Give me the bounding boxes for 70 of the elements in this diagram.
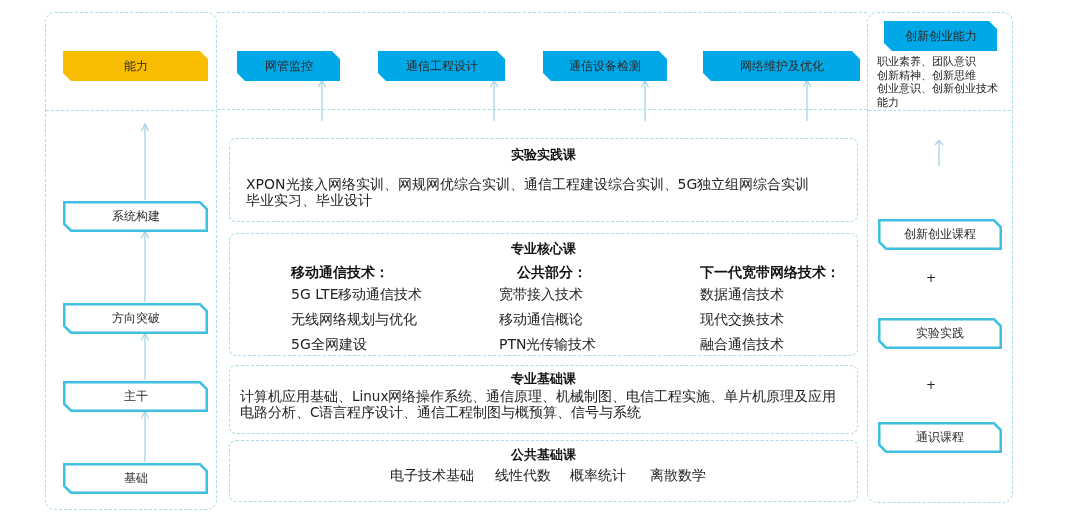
tag-label: 系统构建: [111, 209, 160, 224]
course-heading: 公共部分：: [517, 264, 587, 281]
stage-box: [878, 219, 1002, 250]
tag-label: 通识课程: [916, 430, 964, 445]
tag-label: 创新创业能力: [904, 28, 977, 44]
course-item: 概率统计: [570, 467, 626, 484]
plus-sign: +: [924, 271, 938, 285]
dashed-panel: [45, 12, 217, 510]
arrow: [317, 79, 327, 122]
course-panel: [229, 233, 858, 356]
tag-label: 主干: [123, 389, 148, 404]
ability-description: 创业意识、创新创业技术能力: [877, 82, 999, 109]
course-heading: 下一代宽带网络技术：: [700, 264, 840, 281]
tag-label: 通信工程设计: [405, 58, 478, 74]
course-list: XPON光接入网络实训、网规网优综合实训、通信工程建设综合实训、5G独立组网综合实训: [246, 176, 810, 193]
tag-label: 网络维护及优化: [739, 58, 824, 74]
course-heading: 移动通信技术：: [291, 264, 389, 281]
ability-description: 创新精神、创新思维: [877, 68, 977, 82]
course-item: 电子技术基础: [390, 467, 474, 484]
stage-box: [878, 318, 1002, 349]
ability-description: 职业素养、团队意识: [877, 55, 977, 69]
arrow: [140, 230, 150, 303]
arrow: [140, 332, 150, 381]
plus-sign: +: [924, 378, 938, 392]
course-item: 融合通信技术: [700, 336, 784, 353]
stage-box: [63, 303, 208, 334]
stage-box: [63, 381, 208, 412]
dashed-panel: [217, 12, 867, 110]
skill-tag: [703, 51, 860, 81]
dashed-panel: [867, 12, 1013, 503]
arrow: [140, 123, 150, 201]
course-item: 数据通信技术: [700, 286, 784, 303]
arrow: [802, 79, 812, 122]
course-item: 移动通信概论: [499, 311, 583, 328]
skill-tag: [543, 51, 667, 81]
tag-label: 创新创业课程: [904, 227, 976, 242]
course-title: 专业核心课: [511, 241, 576, 257]
stage-box: [63, 201, 208, 232]
course-title: 公共基础课: [511, 447, 576, 463]
tag-label: 能力: [123, 58, 148, 74]
course-list: 计算机应用基础、Linux网络操作系统、通信原理、机械制图、电信工程实施、单片机原理及应用: [240, 388, 837, 405]
course-item: 线性代数: [495, 467, 551, 484]
tag-label: 实验实践: [916, 326, 964, 341]
tag-label: 基础: [123, 471, 148, 486]
course-panel: [229, 138, 858, 222]
course-item: 离散数学: [650, 467, 706, 484]
skill-tag: [884, 21, 997, 51]
course-item: 无线网络规划与优化: [291, 311, 417, 328]
arrow: [489, 79, 499, 122]
course-item: 5G全网建设: [291, 336, 367, 353]
tag-label: 通信设备检测: [569, 58, 641, 74]
course-item: PTN光传输技术: [499, 336, 597, 353]
course-panel: [229, 440, 858, 502]
skill-tag: [378, 51, 505, 81]
course-item: 5G LTE移动通信技术: [291, 286, 423, 303]
ability-tag: [63, 51, 208, 81]
tag-label: 方向突破: [111, 311, 160, 326]
arrow: [140, 410, 150, 463]
course-title: 实验实践课: [511, 147, 576, 163]
course-item: 宽带接入技术: [499, 286, 583, 303]
tag-label: 网管监控: [264, 58, 313, 74]
course-item: 现代交换技术: [700, 311, 784, 328]
stage-box: [63, 463, 208, 494]
course-panel: [229, 365, 858, 434]
arrow: [640, 79, 650, 122]
course-list: 电路分析、C语言程序设计、通信工程制图与概预算、信号与系统: [240, 404, 642, 421]
course-title: 专业基础课: [511, 371, 576, 387]
skill-tag: [237, 51, 340, 81]
course-list: 毕业实习、毕业设计: [246, 192, 372, 209]
stage-box: [878, 422, 1002, 453]
